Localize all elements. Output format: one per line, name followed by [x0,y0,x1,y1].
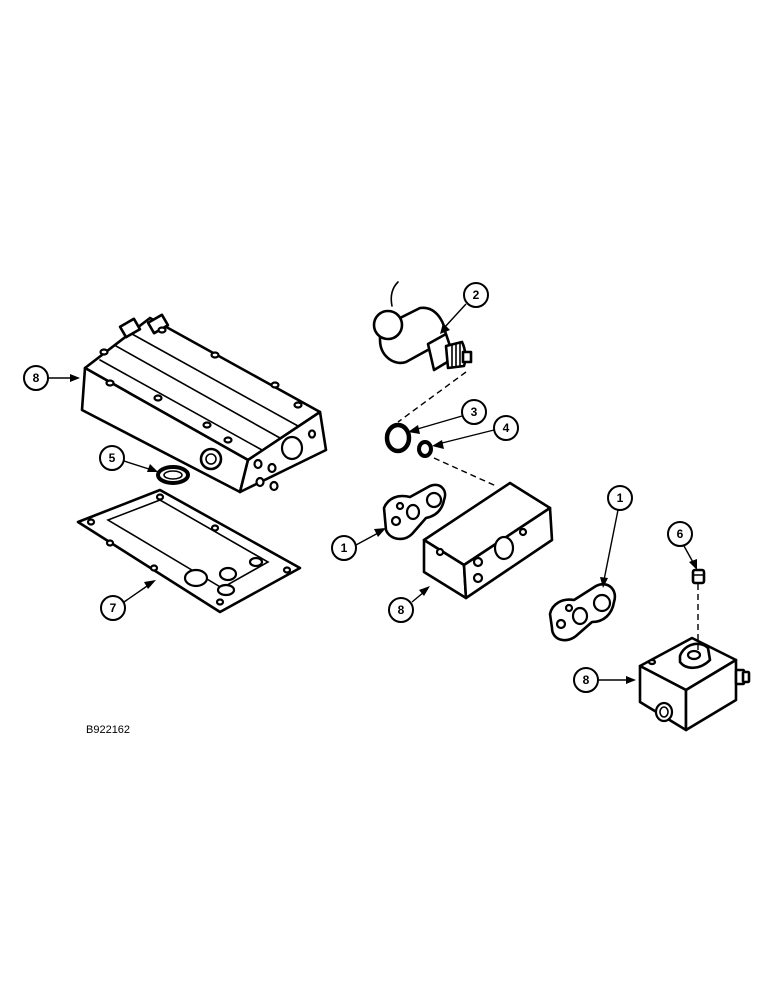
flange-gasket-right [548,582,617,642]
callout-8-center-block: 8 [388,586,430,623]
plug-fitting [691,568,706,585]
callout-label-2: 2 [473,288,480,302]
callout-label-3: 3 [471,405,478,419]
callout-8-small-block: 8 [573,667,636,693]
callout-label-8-large: 8 [33,371,40,385]
callout-label-1-center: 1 [341,541,348,555]
callout-8-large-block: 8 [23,365,80,391]
callout-1-right-gasket: 1 [600,485,633,588]
flange-gasket-center [382,483,447,541]
callout-7-gasket: 7 [100,580,156,621]
o-ring-large [156,465,190,485]
o-ring-3 [384,422,412,454]
callout-label-7: 7 [110,601,117,615]
callout-2-solenoid: 2 [440,282,489,334]
callout-4-o-ring: 4 [432,415,519,449]
callout-label-5: 5 [109,451,116,465]
valve-body-large [80,313,328,494]
assembly-line-block [433,457,497,487]
callout-label-1-right: 1 [617,491,624,505]
callout-label-6: 6 [677,527,684,541]
callout-5-o-ring: 5 [99,445,158,472]
callout-label-8-small: 8 [583,673,590,687]
figure-id-label: B922162 [86,724,130,736]
callout-label-8-center: 8 [398,603,405,617]
assembly-line-solenoid [397,371,467,423]
callout-label-4: 4 [503,421,510,435]
solenoid-coil [372,281,473,372]
valve-body-center [422,481,554,600]
o-ring-4 [417,440,433,458]
callout-3-o-ring: 3 [408,399,487,434]
callout-1-center-gasket: 1 [331,528,386,561]
valve-body-small [638,636,751,732]
gasket-large [76,488,302,614]
callout-6-plug: 6 [667,521,697,570]
